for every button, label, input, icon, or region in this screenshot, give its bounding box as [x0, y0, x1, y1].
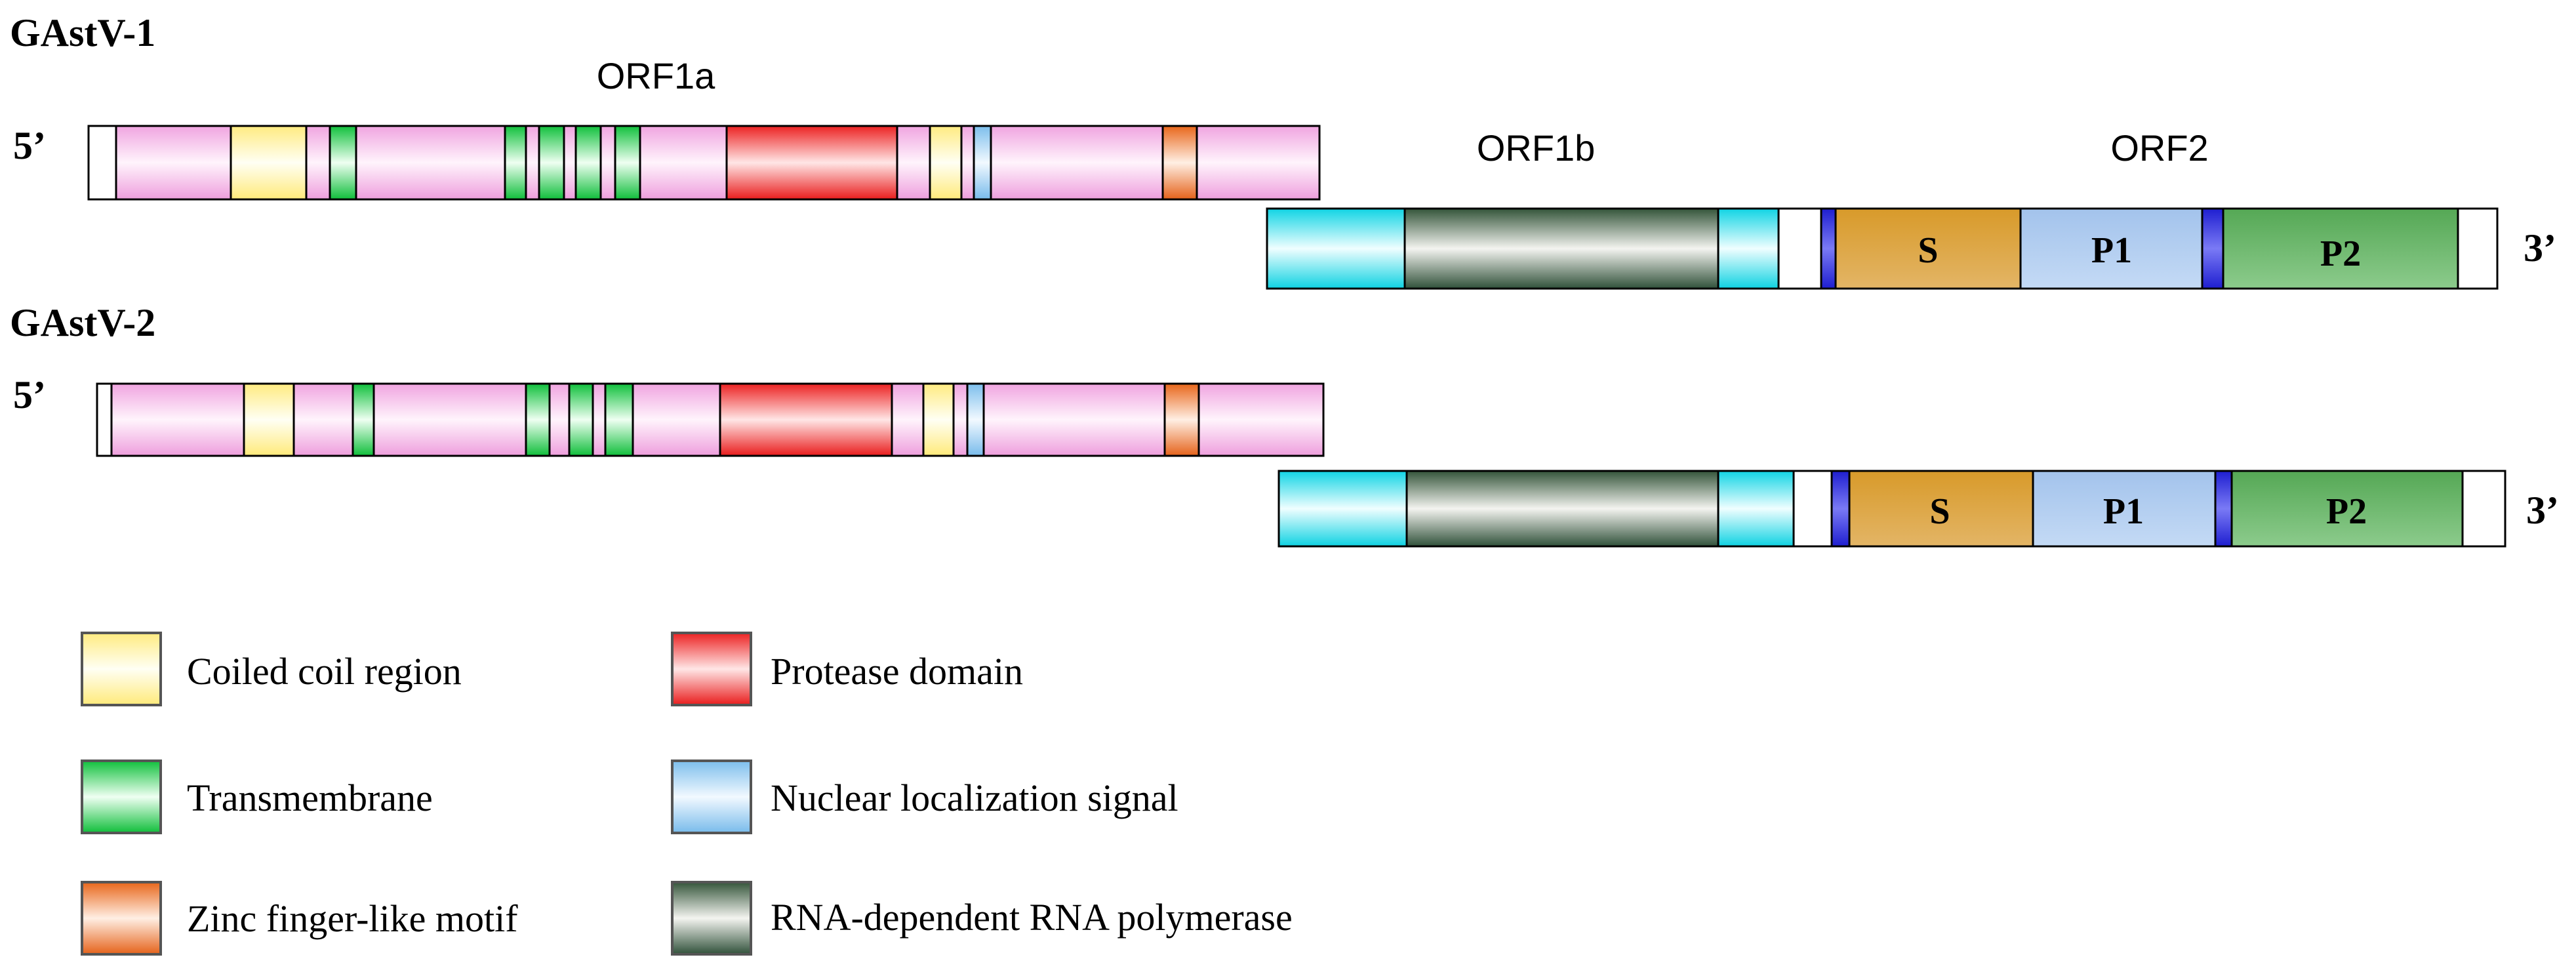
orf1b-orf2-bar: S P1 P2	[1266, 207, 2499, 290]
orf1b-orf2-bar: S P1 P2	[1278, 470, 2506, 548]
legend-label-zinc-finger: Zinc finger-like motif	[187, 897, 518, 940]
nuclear-localization-signal	[966, 382, 985, 457]
orf2-p1-label: P1	[2103, 491, 2144, 532]
orf2-linker	[2201, 207, 2224, 290]
zinc-finger-motif	[1161, 125, 1198, 201]
legend: Coiled coil region Protease domain Trans…	[81, 632, 1293, 956]
intergenic-region	[1792, 470, 1833, 548]
coiled-coil-region	[929, 125, 963, 201]
coiled-coil-swatch	[81, 632, 162, 706]
zinc-finger-swatch	[81, 881, 162, 956]
utr-5prime	[96, 382, 113, 457]
legend-label-transmembrane: Transmembrane	[187, 777, 433, 819]
orf2-s-label: S	[1929, 491, 1950, 532]
orf2-linker	[1820, 207, 1837, 290]
rdrp-swatch	[671, 881, 752, 956]
transmembrane-region	[352, 382, 375, 457]
orf2-p2-label: P2	[2326, 491, 2367, 532]
protease-swatch	[671, 632, 752, 706]
orf1a-segment	[115, 125, 1321, 201]
transmembrane-region	[538, 125, 565, 201]
orf1a-segment	[110, 382, 1325, 457]
transmembrane-swatch	[81, 759, 162, 834]
protease-domain	[719, 382, 893, 457]
orf1b-label: ORF1b	[1477, 127, 1596, 169]
coiled-coil-region	[243, 382, 295, 457]
transmembrane-region	[329, 125, 357, 201]
transmembrane-region	[568, 382, 594, 457]
three-prime-label: 3’	[2524, 226, 2556, 270]
orf2-p2-domain	[2222, 207, 2459, 290]
five-prime-label: 5’	[13, 124, 46, 167]
orf2-linker	[2214, 470, 2233, 548]
coiled-coil-region	[922, 382, 955, 457]
intergenic-region	[1777, 207, 1822, 290]
orf1a-bar	[96, 382, 1325, 457]
orf2-s-label: S	[1918, 230, 1938, 271]
coiled-coil-region	[230, 125, 308, 201]
rdrp-domain	[1403, 207, 1720, 290]
orf2-s-domain	[1848, 470, 2034, 548]
zinc-finger-motif	[1163, 382, 1200, 457]
utr-5prime	[87, 125, 117, 201]
rdrp-domain	[1405, 470, 1720, 548]
genome-title: GAstV-2	[10, 301, 155, 344]
five-prime-label: 5’	[13, 373, 46, 416]
transmembrane-region	[604, 382, 634, 457]
orf2-p1-label: P1	[2091, 230, 2132, 271]
transmembrane-region	[574, 125, 602, 201]
utr-3prime	[2461, 470, 2506, 548]
protease-domain	[725, 125, 898, 201]
utr-3prime	[2457, 207, 2499, 290]
nls-swatch	[671, 759, 752, 834]
transmembrane-region	[504, 125, 527, 201]
orf2-p1-domain	[2032, 470, 2217, 548]
orf1a-label: ORF1a	[597, 55, 715, 96]
orf2-linker	[1830, 470, 1851, 548]
legend-label-nls: Nuclear localization signal	[771, 777, 1178, 819]
legend-label-coiled-coil: Coiled coil region	[187, 650, 462, 693]
legend-label-rdrp: RNA-dependent RNA polymerase	[771, 896, 1293, 939]
transmembrane-region	[614, 125, 641, 201]
transmembrane-region	[525, 382, 551, 457]
legend-label-protease: Protease domain	[771, 650, 1023, 693]
orf2-label: ORF2	[2110, 127, 2208, 169]
genome-title: GAstV-1	[10, 11, 155, 54]
nuclear-localization-signal	[973, 125, 992, 201]
orf2-p2-domain	[2230, 470, 2464, 548]
orf2-p2-label: P2	[2320, 233, 2361, 274]
orf2-s-domain	[1834, 207, 2022, 290]
three-prime-label: 3’	[2526, 489, 2559, 532]
orf1a-bar	[87, 125, 1321, 201]
